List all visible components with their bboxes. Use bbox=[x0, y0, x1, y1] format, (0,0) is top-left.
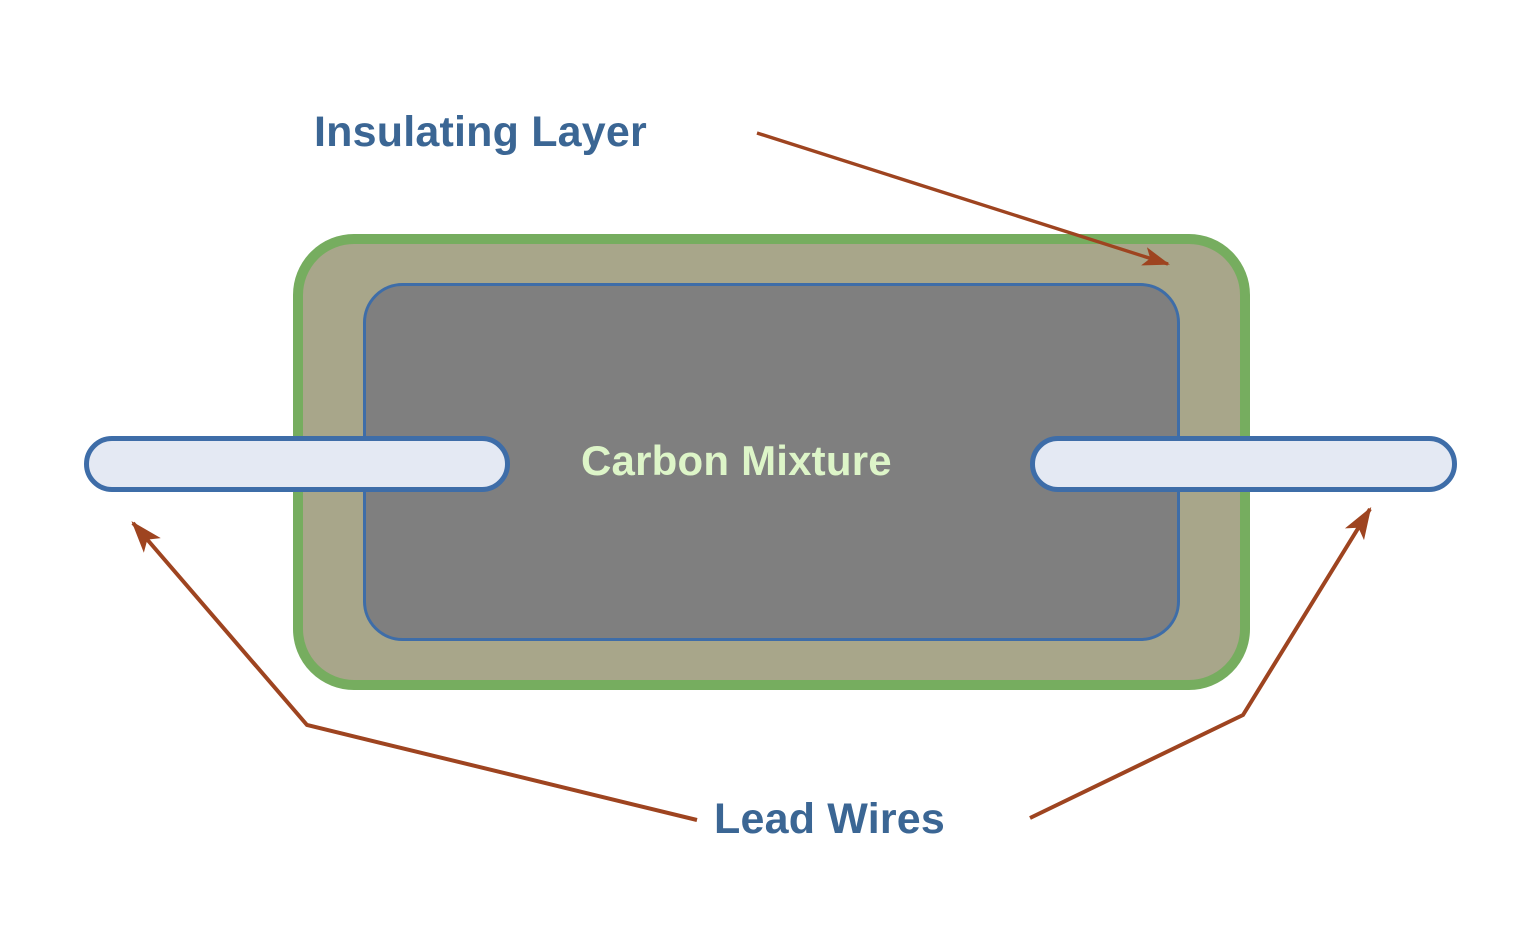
lead-wire-left bbox=[84, 436, 510, 492]
insulating-layer-arrow bbox=[756, 131, 1170, 266]
lead-wires-label: Lead Wires bbox=[714, 795, 946, 843]
lead-wire-right bbox=[1030, 436, 1457, 492]
lead-wire-right-arrow bbox=[1029, 506, 1372, 820]
lead-wire-left-arrow bbox=[131, 521, 698, 822]
insulating-layer-label: Insulating Layer bbox=[314, 108, 647, 156]
carbon-mixture-label: Carbon Mixture bbox=[581, 437, 892, 484]
